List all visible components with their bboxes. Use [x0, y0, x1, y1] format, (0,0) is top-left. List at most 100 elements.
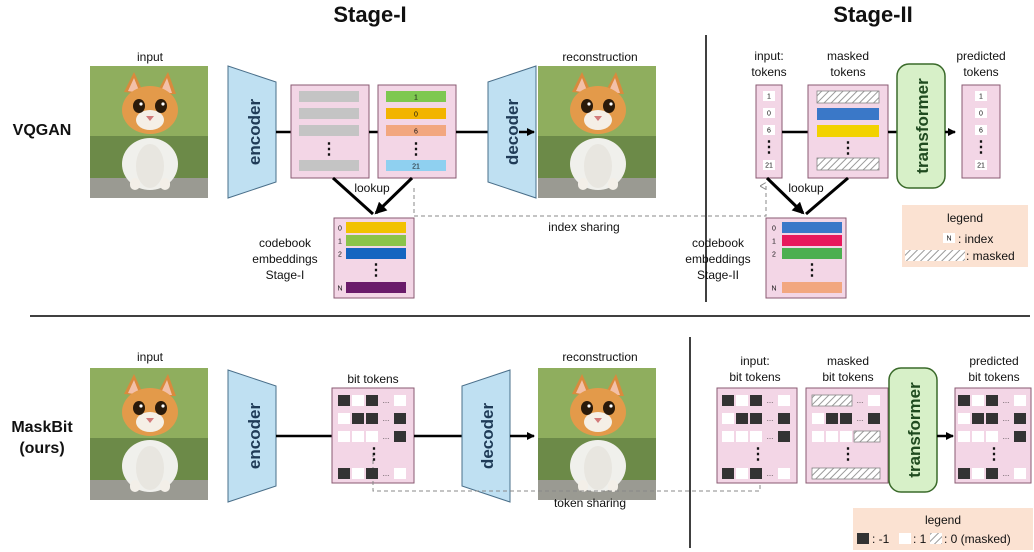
bottom-s2-pred-bit-cell — [972, 395, 984, 406]
codebook2-entry-n — [782, 282, 842, 293]
top-s2-pred-cell — [975, 125, 987, 135]
top-input-image — [90, 66, 208, 198]
bottom-s2-pred-bit-cell — [1014, 468, 1026, 479]
top-s2-pred-cell — [975, 91, 987, 101]
top-s2-input-line2: tokens — [751, 65, 786, 79]
top-legend-index-swatch — [943, 233, 955, 243]
bottom-s2-pred-bit-cell — [1014, 413, 1026, 424]
bottom-input-image — [90, 368, 208, 500]
row-label-ours: (ours) — [19, 440, 64, 457]
bottom-s2-masked-bit-cell — [826, 413, 838, 424]
bottom-s2-input-bit-cell-ellipsis: … — [767, 416, 774, 423]
bottom-s2-pred-bit-cell — [1014, 395, 1026, 406]
bottom-legend-neg-text: : -1 — [872, 532, 890, 546]
top-s2-masked-line2: tokens — [830, 65, 865, 79]
codebook1-index: 1 — [338, 239, 342, 246]
bottom-s2-input-bit-cell — [778, 468, 790, 479]
bottom-s2-masked-bit-cell-ellipsis: … — [857, 416, 864, 423]
bottom-bit-token-cell — [338, 468, 350, 479]
bottom-s2-input-bit-cell-ellipsis: … — [767, 471, 774, 478]
top-lookup-label: lookup — [354, 181, 390, 195]
bottom-s2-pred-bit-cell — [986, 413, 998, 424]
codebook1-line1: codebook — [259, 236, 312, 250]
top-token-index: 1 — [414, 95, 418, 102]
top-s2-input-cell — [763, 91, 775, 101]
top-transformer-label: transformer — [913, 78, 932, 174]
stage1-title: Stage-I — [333, 2, 406, 27]
bottom-s2-pred-bit-cell — [986, 431, 998, 442]
top-legend-masked-swatch — [905, 250, 965, 261]
top-legend-masked-text: : masked — [966, 249, 1015, 263]
bottom-bit-token-cell — [352, 413, 364, 424]
bottom-s2-pred-bit-cell — [958, 431, 970, 442]
bottom-s2-masked-bit-ellipsis: ⋮ — [840, 446, 856, 463]
top-decoder — [487, 65, 537, 199]
bottom-s2-masked-line2: bit tokens — [822, 370, 873, 384]
bottom-s2-masked-bit-cell — [868, 413, 880, 424]
bottom-s2-input-bit-cell — [722, 468, 734, 479]
top-s2-pred-index: 0 — [979, 111, 983, 118]
top-legend-index-symbol: N — [946, 236, 951, 243]
bottom-bit-token-cell — [394, 395, 406, 406]
bottom-s2-pred-bit-cell — [958, 468, 970, 479]
top-s2-pred-cell — [975, 108, 987, 118]
top-transformer — [896, 63, 946, 189]
bottom-s2-masked-bit-cell — [812, 413, 824, 424]
top-s2-input-line1: input: — [754, 49, 783, 63]
top-feature-bar — [299, 125, 359, 136]
bottom-recon-label: reconstruction — [562, 350, 637, 364]
bottom-s2-input-bit-cell — [736, 413, 748, 424]
top-token-bar-1 — [386, 91, 446, 102]
bottom-s2-pred-bit-cell — [972, 413, 984, 424]
bottom-bit-token-cell — [366, 413, 378, 424]
bottom-bit-token-cell — [366, 468, 378, 479]
bottom-legend-masked-text: : 0 (masked) — [944, 532, 1011, 546]
codebook2-entry-1 — [782, 235, 842, 246]
bottom-bit-token-cell — [352, 468, 364, 479]
bottom-bit-token-cell — [338, 413, 350, 424]
bottom-s2-input-bit-cell — [722, 395, 734, 406]
bottom-bit-token-cell-ellipsis: … — [383, 434, 390, 441]
bottom-s2-input-bit-cell — [750, 468, 762, 479]
bottom-bit-token-cell — [366, 395, 378, 406]
top-s2-input-index: 0 — [767, 111, 771, 118]
bottom-s2-pred-bit-cell-ellipsis: … — [1003, 398, 1010, 405]
top-s2-input-index: 1 — [767, 94, 771, 101]
bottom-s2-input-bit-cell — [750, 431, 762, 442]
bottom-encoder-label: encoder — [245, 403, 264, 470]
top-lookup-line-left — [331, 176, 375, 216]
bottom-s2-input-line1: input: — [740, 354, 769, 368]
bottom-bit-token-cell — [352, 431, 364, 442]
bottom-s2-masked-bit-masked-cell — [853, 430, 881, 443]
codebook2-entry-0 — [782, 222, 842, 233]
row-label-maskbit: MaskBit — [11, 419, 73, 436]
codebook1-entry-0 — [346, 222, 406, 233]
top-s2-input-index: 6 — [767, 128, 771, 135]
bottom-legend-neg-swatch — [857, 533, 869, 544]
top-legend-index-text: : index — [958, 232, 993, 246]
top-s2-pred-index: 6 — [979, 128, 983, 135]
bottom-s2-pred-bit-ellipsis: ⋮ — [986, 446, 1002, 463]
top-s2-pred-line2: tokens — [963, 65, 998, 79]
bottom-bit-token-cell — [366, 431, 378, 442]
top-s2-pred-index: 21 — [977, 163, 985, 170]
top-s2-input-ellipsis: ⋮ — [761, 139, 777, 156]
top-token-index: 0 — [414, 112, 418, 119]
top-token-bar-2 — [386, 108, 446, 119]
bottom-s2-pred-bit-cell — [958, 413, 970, 424]
bottom-s2-masked-bit-cell — [840, 431, 852, 442]
bottom-s2-masked-bit-masked-cell — [811, 467, 881, 480]
bottom-s2-pred-line2: bit tokens — [968, 370, 1019, 384]
codebook2-index: 2 — [772, 252, 776, 259]
bottom-encoder — [227, 369, 277, 503]
bottom-bit-token-cell — [394, 468, 406, 479]
bottom-s2-input-bit-cell — [750, 413, 762, 424]
top-s2-masked-bar-yellow — [817, 125, 879, 137]
top-encoder — [227, 65, 277, 199]
top-feature-bar — [299, 108, 359, 119]
bottom-decoder-label: decoder — [478, 403, 497, 470]
codebook1-index: 2 — [338, 252, 342, 259]
bottom-bit-token-cell — [338, 395, 350, 406]
bottom-s2-pred-bit-cell — [972, 468, 984, 479]
